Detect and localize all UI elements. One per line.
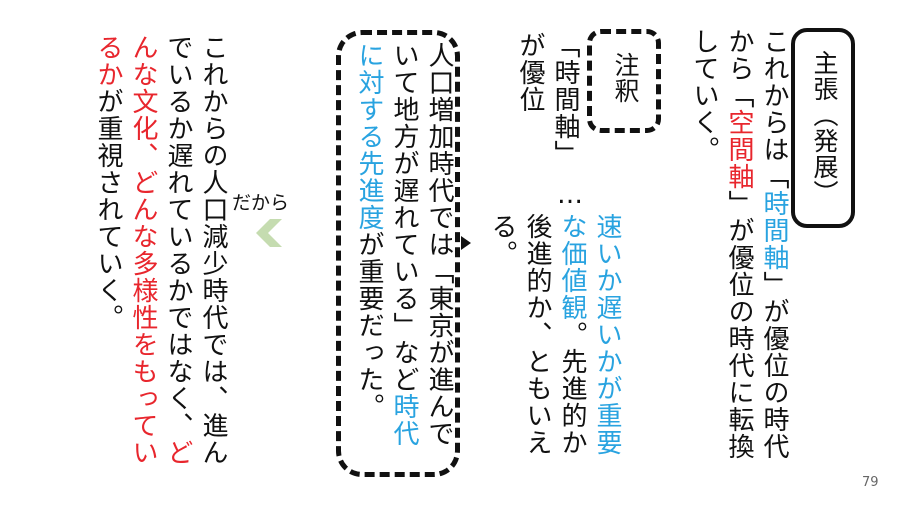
past-era-box <box>336 30 460 477</box>
connector-label: だから <box>232 192 290 214</box>
past-era-text-2: が重要だった。 <box>354 231 384 420</box>
conclusion-red-diversity: どんな多様性をもっているか <box>93 34 158 466</box>
claim-label-box: 主張（発展） <box>791 28 855 228</box>
conclusion-red-sep: 、 <box>128 142 158 169</box>
claim-label: 主張（発展） <box>810 50 839 206</box>
arrow-right-icon <box>461 236 471 250</box>
note-body-blue: 速いか遅いかが重要な価値観 <box>557 213 622 456</box>
conclusion-text: これからの人口減少時代では、進んでいるか遅れているかではなく、どんな文化、どんな… <box>90 34 230 479</box>
past-era-text: 人口増加時代では「東京が進んでいて地方が遅れている」など時代に対する先進度が重要… <box>351 42 456 467</box>
conclusion-text-1: これからの人口減少時代では、進んでいるか遅れているかではなく、 <box>163 34 228 466</box>
chevron-left-icon <box>256 219 282 247</box>
note-label: 注釈 <box>611 52 640 104</box>
past-era-text-1: 人口増加時代では「東京が進んでいて地方が遅れている」など <box>389 42 454 447</box>
note-body: 速いか遅いかが重要な価値観。先進的か後進的か、ともいえる。 <box>484 213 624 473</box>
note-head: 「時間軸」が優位 <box>515 32 580 167</box>
page-number: 79 <box>862 475 879 490</box>
claim-text: これからは「時間軸」が優位の時代から「空間軸」が優位の時代に転換していく。 <box>686 28 791 478</box>
claim-text-1: これからは「 <box>759 28 789 190</box>
claim-space-axis: 空間軸 <box>724 109 754 190</box>
conclusion-red-culture: どんな文化 <box>128 34 193 466</box>
claim-text-3: 」が優位の時代に転換していく。 <box>689 28 754 460</box>
note-label-box: 注釈 <box>587 29 661 133</box>
note-body-rest: 。先進的か後進的か、ともいえる。 <box>487 213 587 456</box>
past-era-text-blue: 時代に対する先進度 <box>354 42 419 447</box>
conclusion-text-2: が重視されていく。 <box>93 88 123 331</box>
claim-text-2: 」が優位の時代から「 <box>724 28 789 460</box>
note-ellipsis: … <box>555 180 585 211</box>
claim-time-axis: 時間軸 <box>759 190 789 271</box>
